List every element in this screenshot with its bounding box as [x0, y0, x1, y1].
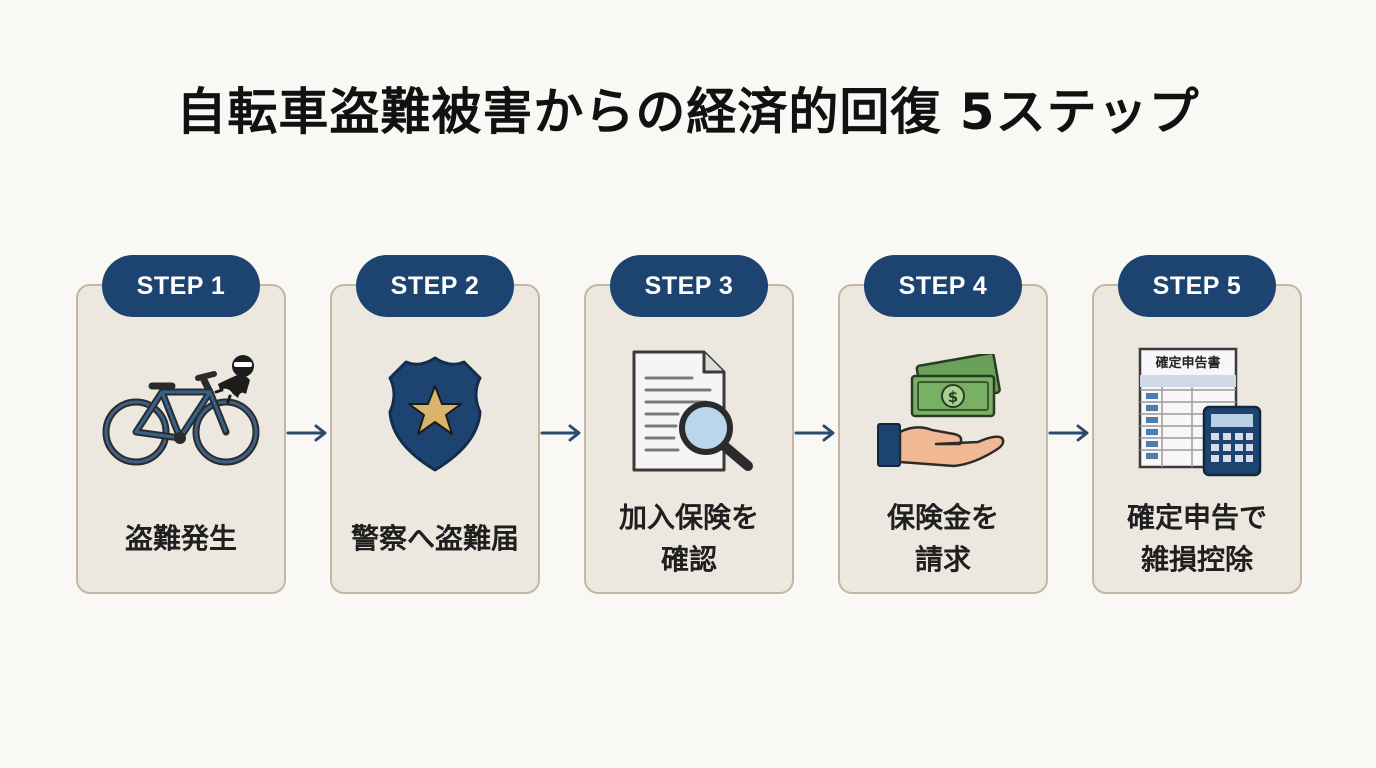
money-hand-icon: $: [877, 354, 1005, 468]
step-5-label: 確定申告で 雑損控除: [1126, 501, 1267, 576]
form-title: 確定申告書: [1155, 355, 1220, 371]
arrow-right-icon: [540, 424, 581, 442]
arrow-right-icon: [794, 424, 835, 442]
document-magnifier-icon: [632, 350, 753, 472]
step-1-label: 盗難発生: [124, 522, 237, 555]
page-title: 自転車盗難被害からの経済的回復 5ステップ: [176, 83, 1200, 141]
step-2-label: 警察へ盗難届: [350, 522, 519, 555]
bicycle-thief-icon: [102, 355, 260, 466]
arrow-right-icon: [286, 424, 327, 442]
police-badge-icon: [388, 356, 482, 472]
tax-form-calculator-icon: 確定申告書: [1138, 347, 1262, 477]
arrow-right-icon: [1048, 424, 1089, 442]
step-4-label: 保険金を 請求: [886, 501, 999, 576]
svg-text:$: $: [948, 388, 958, 406]
step-3-label: 加入保険を 確認: [618, 501, 759, 576]
step-3-badge: STEP 3: [610, 255, 768, 317]
step-4-badge: STEP 4: [864, 255, 1022, 317]
step-1-badge: STEP 1: [102, 255, 260, 317]
step-5-badge: STEP 5: [1118, 255, 1276, 317]
step-2-badge: STEP 2: [356, 255, 514, 317]
